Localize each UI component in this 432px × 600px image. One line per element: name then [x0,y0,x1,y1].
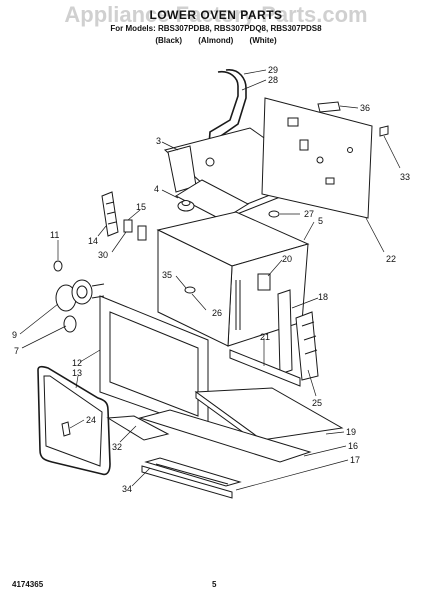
callout-14: 14 [88,236,98,246]
callout-labels: 29 28 36 3 33 4 15 27 5 11 14 30 22 35 2… [12,65,410,494]
bracket-plate-4 [174,179,250,221]
light-assembly [55,279,105,333]
watermark: Appliance Factory Parts.com [64,2,368,27]
callout-18: 18 [318,292,328,302]
callout-16: 16 [348,441,358,451]
callout-36: 36 [360,103,370,113]
callout-9: 9 [12,330,17,340]
page-number: 5 [212,580,217,589]
page-title: LOWER OVEN PARTS [149,8,283,22]
callout-3: 3 [156,136,161,146]
door-latch-25 [295,311,319,381]
callout-25: 25 [312,398,322,408]
callout-24: 24 [86,415,96,425]
callout-11: 11 [50,230,59,240]
hinge-bracket-14 [101,191,119,237]
bracket-36 [317,101,341,113]
callout-33: 33 [400,172,410,182]
callout-15: 15 [136,202,146,212]
color-list: (Black) (Almond) (White) [155,36,277,45]
callout-20: 20 [282,254,292,264]
leader-lines [19,69,401,491]
callout-21: 21 [260,332,270,342]
rail-21 [229,349,301,387]
callout-13: 13 [72,368,82,378]
callout-12: 12 [72,358,82,368]
back-panel [261,97,373,219]
drawer-handle-32 [106,415,170,441]
door-gasket [37,365,111,476]
callout-35: 35 [162,270,172,280]
callout-32: 32 [112,442,122,452]
callout-26: 26 [212,308,222,318]
part-11 [53,260,63,272]
callout-7: 7 [14,346,19,356]
callout-27: 27 [304,209,314,219]
callout-17: 17 [350,455,360,465]
kick-panel-16 [138,409,312,463]
clip-33 [379,125,389,137]
callout-19: 19 [346,427,356,437]
callout-34: 34 [122,484,132,494]
callout-22: 22 [386,254,396,264]
grommet-27 [268,210,280,218]
document-number: 4174365 [12,580,44,589]
clip-24 [61,421,71,437]
callout-30: 30 [98,250,108,260]
hinge-parts-15 [123,219,147,241]
callout-29: 29 [268,65,278,75]
callout-28: 28 [268,75,278,85]
model-list: For Models: RBS307PDB8, RBS307PDQ8, RBS3… [110,24,322,33]
callout-5: 5 [318,216,323,226]
side-bracket-18 [277,289,293,375]
vent-grille [141,457,242,499]
callout-4: 4 [154,184,159,194]
